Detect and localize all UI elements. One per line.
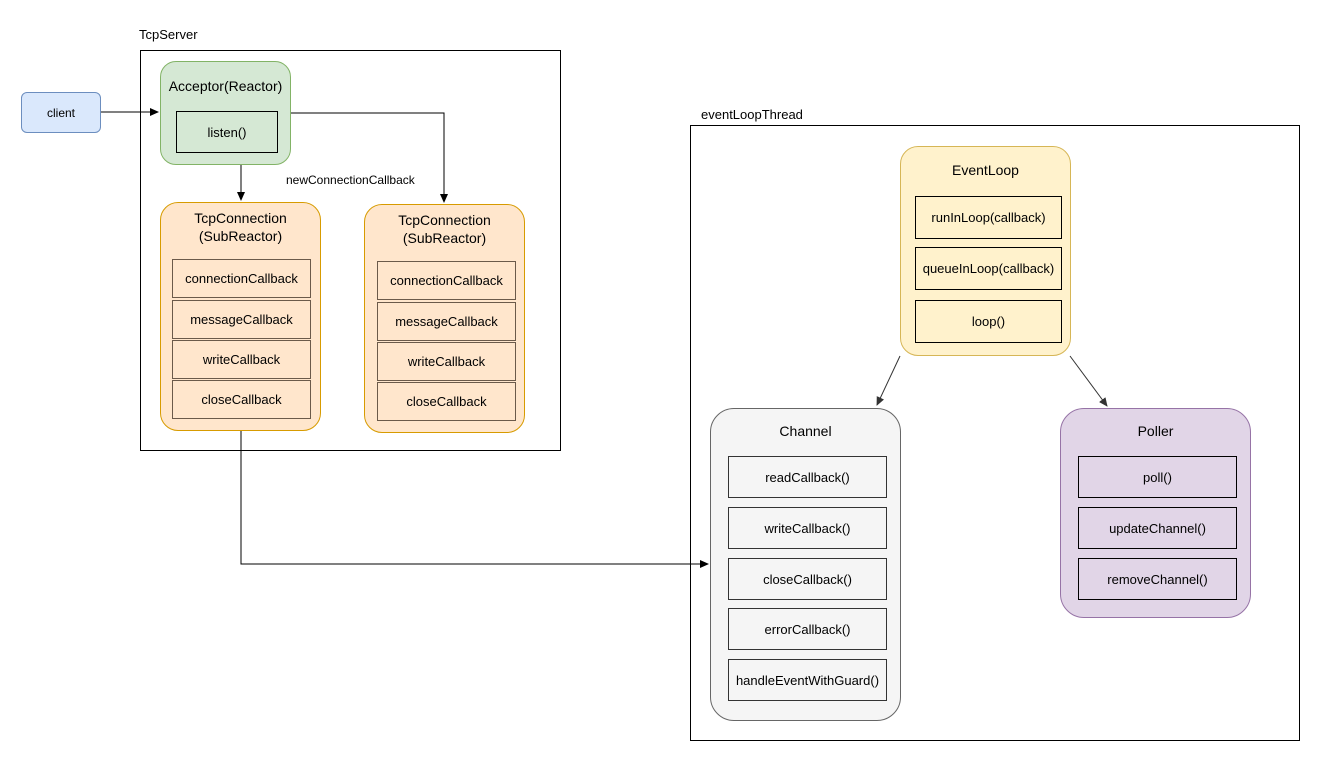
new-connection-callback-label: newConnectionCallback <box>286 173 415 187</box>
eventloop-title: EventLoop <box>952 162 1019 178</box>
channel-error-callback: errorCallback() <box>728 608 887 650</box>
tcpserver-label: TcpServer <box>139 27 198 42</box>
tcpconnection-2-write-callback: writeCallback <box>377 342 516 381</box>
tcpconnection-1-write-callback: writeCallback <box>172 340 311 379</box>
eventloop-queue-in-loop: queueInLoop(callback) <box>915 247 1062 290</box>
eventloopthread-label: eventLoopThread <box>701 107 803 122</box>
acceptor-title: Acceptor(Reactor) <box>168 78 283 94</box>
tcpconnection-2-close-callback: closeCallback <box>377 382 516 421</box>
eventloop-run-in-loop: runInLoop(callback) <box>915 196 1062 239</box>
channel-handle-event-with-guard: handleEventWithGuard() <box>728 659 887 701</box>
client-node[interactable]: client <box>21 92 101 133</box>
poller-node[interactable]: Poller poll() updateChannel() removeChan… <box>1060 408 1251 618</box>
eventloop-node[interactable]: EventLoop runInLoop(callback) queueInLoo… <box>900 146 1071 356</box>
channel-read-callback: readCallback() <box>728 456 887 498</box>
poller-poll: poll() <box>1078 456 1237 498</box>
tcpconnection-1-connection-callback: connectionCallback <box>172 259 311 298</box>
poller-remove-channel: removeChannel() <box>1078 558 1237 600</box>
poller-update-channel: updateChannel() <box>1078 507 1237 549</box>
tcpconnection-2-title-line1: TcpConnection <box>398 212 491 228</box>
acceptor-listen-method: listen() <box>176 111 278 153</box>
tcpconnection-2-title-line2: (SubReactor) <box>402 230 487 246</box>
eventloop-loop: loop() <box>915 300 1062 343</box>
tcpconnection-1-title-line1: TcpConnection <box>194 210 287 226</box>
tcpconnection-2-message-callback: messageCallback <box>377 302 516 341</box>
channel-write-callback: writeCallback() <box>728 507 887 549</box>
tcpconnection-1-close-callback: closeCallback <box>172 380 311 419</box>
tcpconnection-1-message-callback: messageCallback <box>172 300 311 339</box>
tcpconnection-node-1[interactable]: TcpConnection (SubReactor) connectionCal… <box>160 202 321 431</box>
tcpconnection-node-2[interactable]: TcpConnection (SubReactor) connectionCal… <box>364 204 525 433</box>
channel-title: Channel <box>779 423 832 439</box>
tcpconnection-1-title-line2: (SubReactor) <box>198 228 283 244</box>
tcpconnection-2-connection-callback: connectionCallback <box>377 261 516 300</box>
acceptor-node[interactable]: Acceptor(Reactor) listen() <box>160 61 291 165</box>
eventloopthread-frame <box>690 125 1300 741</box>
channel-close-callback: closeCallback() <box>728 558 887 600</box>
channel-node[interactable]: Channel readCallback() writeCallback() c… <box>710 408 901 721</box>
tcpserver-frame <box>140 50 561 451</box>
client-label: client <box>46 105 75 120</box>
poller-title: Poller <box>1137 423 1174 439</box>
